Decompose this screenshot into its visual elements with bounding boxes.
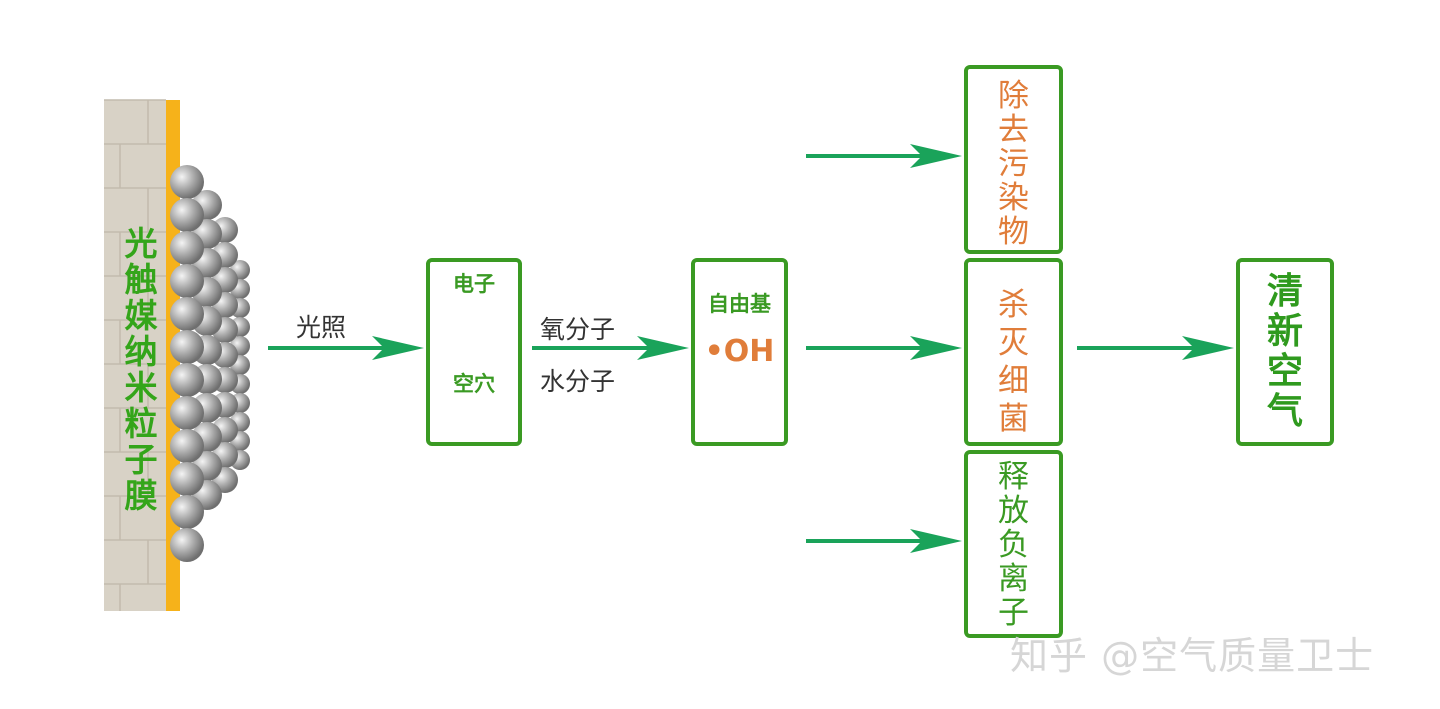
char: 污 (998, 146, 1029, 182)
nanoparticle-sphere-icon (170, 198, 204, 232)
char: 触 (124, 260, 158, 299)
nanoparticle-sphere-icon (170, 396, 204, 430)
nanoparticle-sphere-icon (170, 165, 204, 199)
arrow-right-icon (532, 336, 689, 360)
arrow-right-icon (1077, 336, 1234, 360)
result-box: 清新空气 (1236, 258, 1334, 446)
char: 除 (998, 78, 1029, 114)
char: 子 (124, 440, 158, 479)
nanoparticle-sphere-icon (170, 495, 204, 529)
char: 米 (124, 368, 158, 407)
nanoparticle-sphere-icon (170, 231, 204, 265)
char: 物 (998, 214, 1029, 250)
char: 纳 (124, 332, 158, 371)
char: 放 (998, 493, 1029, 529)
char: 染 (998, 180, 1029, 216)
wall (104, 99, 166, 611)
char: 粒 (124, 404, 158, 443)
char: 菌 (998, 401, 1029, 437)
char: 空 (1266, 351, 1303, 392)
nanoparticle-sphere-icon (170, 528, 204, 562)
arrow-right-icon (806, 336, 962, 360)
char: 子 (998, 595, 1029, 631)
char: 杀 (998, 287, 1029, 323)
hole-label: 空穴 (453, 372, 495, 396)
char: 释 (998, 459, 1029, 495)
nanoparticle-sphere-icon (170, 462, 204, 496)
effect-text-release-anions: 释放负离子 (968, 460, 1059, 630)
arrow-right-icon (268, 336, 424, 360)
nanoparticle-sphere-icon (170, 330, 204, 364)
film-label: 光触媒纳米粒子膜 (119, 226, 163, 514)
nanoparticle-sphere-icon (170, 264, 204, 298)
effect-text-remove-pollutants: 除去污染物 (968, 79, 1059, 249)
water-molecule-label: 水分子 (540, 367, 616, 396)
nanoparticle-sphere-icon (170, 363, 204, 397)
arrow-right-icon (806, 529, 962, 553)
effect-box-kill-bacteria: 杀灭细菌 (964, 258, 1063, 446)
radical-title: 自由基 (708, 292, 771, 316)
char: 光 (124, 224, 158, 263)
char: 负 (998, 527, 1029, 563)
radical-box: 自由基 •OH (691, 258, 788, 446)
char: 膜 (124, 476, 158, 515)
arrow-layer (268, 144, 1234, 553)
char: 离 (998, 561, 1029, 597)
arrow-right-icon (806, 144, 962, 168)
char: 气 (1266, 391, 1303, 432)
electron-label: 电子 (453, 272, 495, 296)
result-text: 清新空气 (1240, 272, 1330, 432)
nanoparticle-sphere-icon (170, 297, 204, 331)
charge-box: 电子 空穴 (426, 258, 522, 446)
oxygen-molecule-label: 氧分子 (540, 315, 616, 344)
char: 新 (1266, 311, 1303, 352)
char: 灭 (998, 325, 1029, 361)
char: 去 (998, 112, 1029, 148)
char: 细 (998, 363, 1029, 399)
radical-formula: •OH (704, 334, 775, 369)
nanoparticle-sphere-icon (170, 429, 204, 463)
char: 清 (1266, 271, 1303, 312)
effect-box-release-anions: 释放负离子 (964, 450, 1063, 638)
light-label: 光照 (296, 313, 347, 342)
char: 媒 (124, 296, 158, 335)
effect-text-kill-bacteria: 杀灭细菌 (968, 286, 1059, 438)
effect-box-remove-pollutants: 除去污染物 (964, 65, 1063, 254)
watermark: 知乎 @空气质量卫士 (1010, 634, 1375, 678)
nanoparticle-layer (170, 165, 250, 562)
